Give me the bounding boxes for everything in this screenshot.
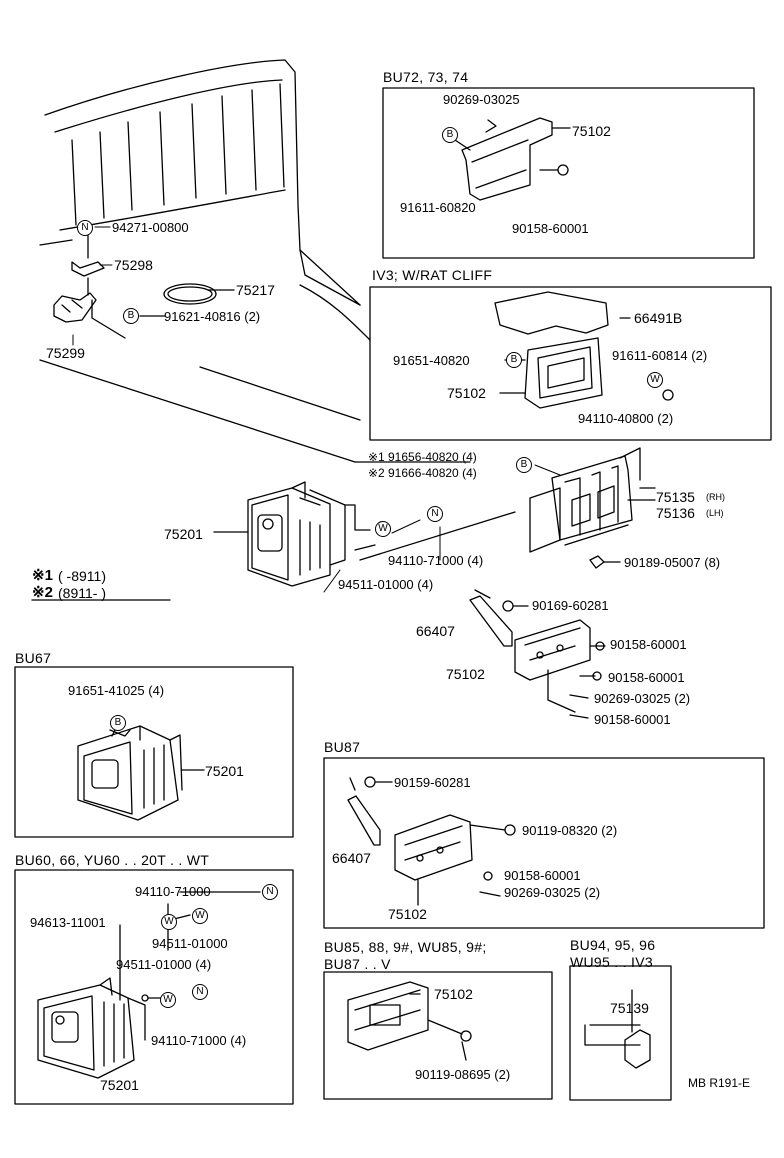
note1-label: ※1	[368, 450, 385, 464]
lamp-75201-main	[213, 481, 376, 587]
part-label-75136: 75136	[656, 505, 695, 521]
bu87-part-75102: 75102	[388, 906, 427, 922]
part-label-90158-b: 90158-60001	[608, 670, 685, 685]
bu60-part-94511-a: 94511-01000	[152, 936, 228, 951]
marker-n: N	[427, 506, 443, 522]
bu72-part-90269: 90269-03025	[443, 92, 520, 107]
marker-n: N	[192, 984, 208, 1000]
marker-w: W	[192, 908, 208, 924]
bu60-part-94511-b: 94511-01000 (4)	[116, 957, 212, 972]
part-label-75217: 75217	[236, 282, 275, 298]
marker-b: B	[506, 352, 522, 368]
part-label-75135-suffix: (RH)	[706, 492, 725, 502]
legend-1-label: ※1	[32, 567, 53, 584]
leader-lines	[72, 226, 561, 593]
marker-w: W	[160, 992, 176, 1008]
box-bu87	[323, 757, 765, 929]
section-title-bu87: BU87	[324, 739, 361, 755]
bu94-bracket	[584, 989, 651, 1069]
marker-n: N	[77, 220, 93, 236]
marker-b: B	[516, 457, 532, 473]
marker-b: B	[442, 127, 458, 143]
marker-w: W	[375, 521, 391, 537]
note1-part: 91656-40820 (4)	[388, 450, 477, 464]
part-label-90269-main: 90269-03025 (2)	[594, 691, 691, 706]
section-title-bu85-line2: BU87 . . V	[324, 956, 391, 972]
bu60-part-94613: 94613-11001	[30, 915, 106, 930]
box-bu94	[569, 965, 672, 1101]
part-label-90189: 90189-05007 (8)	[624, 555, 721, 570]
bu67-part-91651: 91651-41025 (4)	[68, 683, 165, 698]
part-label-75102-main: 75102	[446, 666, 485, 682]
part-label-75299: 75299	[46, 345, 85, 361]
section-title-bu94-line2: WU95 . . IV3	[570, 954, 653, 970]
marker-w: W	[647, 372, 663, 388]
marker-b: B	[110, 715, 126, 731]
bu94-part-75139: 75139	[610, 1000, 649, 1016]
iv3-part-66491: 66491B	[634, 310, 683, 326]
bu87-part-90119: 90119-08320 (2)	[522, 823, 618, 838]
part-label-90158-a: 90158-60001	[610, 637, 687, 652]
section-title-bu72: BU72, 73, 74	[383, 69, 469, 85]
section-title-bu67: BU67	[15, 650, 52, 666]
box-iv3	[369, 286, 772, 441]
iv3-part-75102: 75102	[447, 385, 486, 401]
section-title-bu60: BU60, 66, YU60 . . 20T . . WT	[15, 852, 210, 868]
hook-parts	[53, 234, 235, 339]
bu67-lamp	[77, 723, 205, 821]
bu60-part-94110-b: 94110-71000 (4)	[151, 1033, 247, 1048]
bu72-part-91611: 91611-60820	[400, 200, 476, 215]
bu72-part-75102: 75102	[572, 123, 611, 139]
bu87-part-90158: 90158-60001	[504, 868, 581, 883]
bu72-bracket	[454, 117, 571, 201]
iv3-part-91651: 91651-40820	[393, 353, 470, 368]
part-label-66407-main: 66407	[416, 623, 455, 639]
part-label-94271: 94271-00800	[112, 220, 189, 235]
section-title-bu94-line1: BU94, 95, 96	[570, 937, 656, 953]
bu85-part-75102: 75102	[434, 986, 473, 1002]
iv3-part-94110: 94110-40800 (2)	[578, 411, 674, 426]
part-label-90158-c: 90158-60001	[594, 712, 671, 727]
part-label-94511-main: 94511-01000 (4)	[338, 577, 434, 592]
note2-label: ※2	[368, 466, 385, 480]
box-bu60	[14, 869, 294, 1105]
part-label-94110-main: 94110-71000 (4)	[388, 553, 484, 568]
bu87-part-90269: 90269-03025 (2)	[504, 885, 601, 900]
part-label-75136-suffix: (LH)	[706, 508, 724, 518]
legend-2-label: ※2	[32, 584, 53, 601]
iv3-bracket	[494, 291, 674, 409]
part-label-91621: 91621-40816 (2)	[164, 309, 261, 324]
note2-part: 91666-40820 (4)	[388, 466, 477, 480]
bu67-part-75201: 75201	[205, 763, 244, 779]
part-label-75135: 75135	[656, 489, 695, 505]
marker-n: N	[262, 884, 278, 900]
part-label-75298: 75298	[114, 257, 153, 273]
marker-b: B	[123, 308, 139, 324]
bu87-part-66407: 66407	[332, 850, 371, 866]
diagram-code: MB R191-E	[688, 1076, 751, 1090]
bu60-part-75201: 75201	[100, 1077, 139, 1093]
bu87-part-90159: 90159-60281	[394, 775, 471, 790]
section-title-iv3: IV3; W/RAT CLIFF	[372, 267, 493, 283]
bu60-part-94110-a: 94110-71000	[135, 884, 211, 899]
section-title-bu85-line1: BU85, 88, 9#, WU85, 9#;	[324, 939, 487, 955]
bu85-bracket	[347, 981, 472, 1061]
bracket-75102-main	[469, 589, 606, 719]
box-bu72	[382, 87, 755, 259]
guard-75135	[529, 455, 656, 569]
bu85-part-90119: 90119-08695 (2)	[415, 1067, 511, 1082]
box-bu67	[14, 666, 294, 838]
iv3-part-91611: 91611-60814 (2)	[612, 348, 708, 363]
part-label-90169: 90169-60281	[532, 598, 609, 613]
part-label-75201: 75201	[164, 526, 203, 542]
legend-2-range: (8911- )	[58, 585, 106, 601]
bu87-bracket	[347, 776, 516, 906]
truck-bed-outline	[39, 59, 641, 561]
box-bu85	[323, 971, 553, 1100]
bu72-part-90158: 90158-60001	[512, 221, 589, 236]
marker-w: W	[161, 914, 177, 930]
legend-1-range: ( -8911)	[58, 568, 106, 584]
